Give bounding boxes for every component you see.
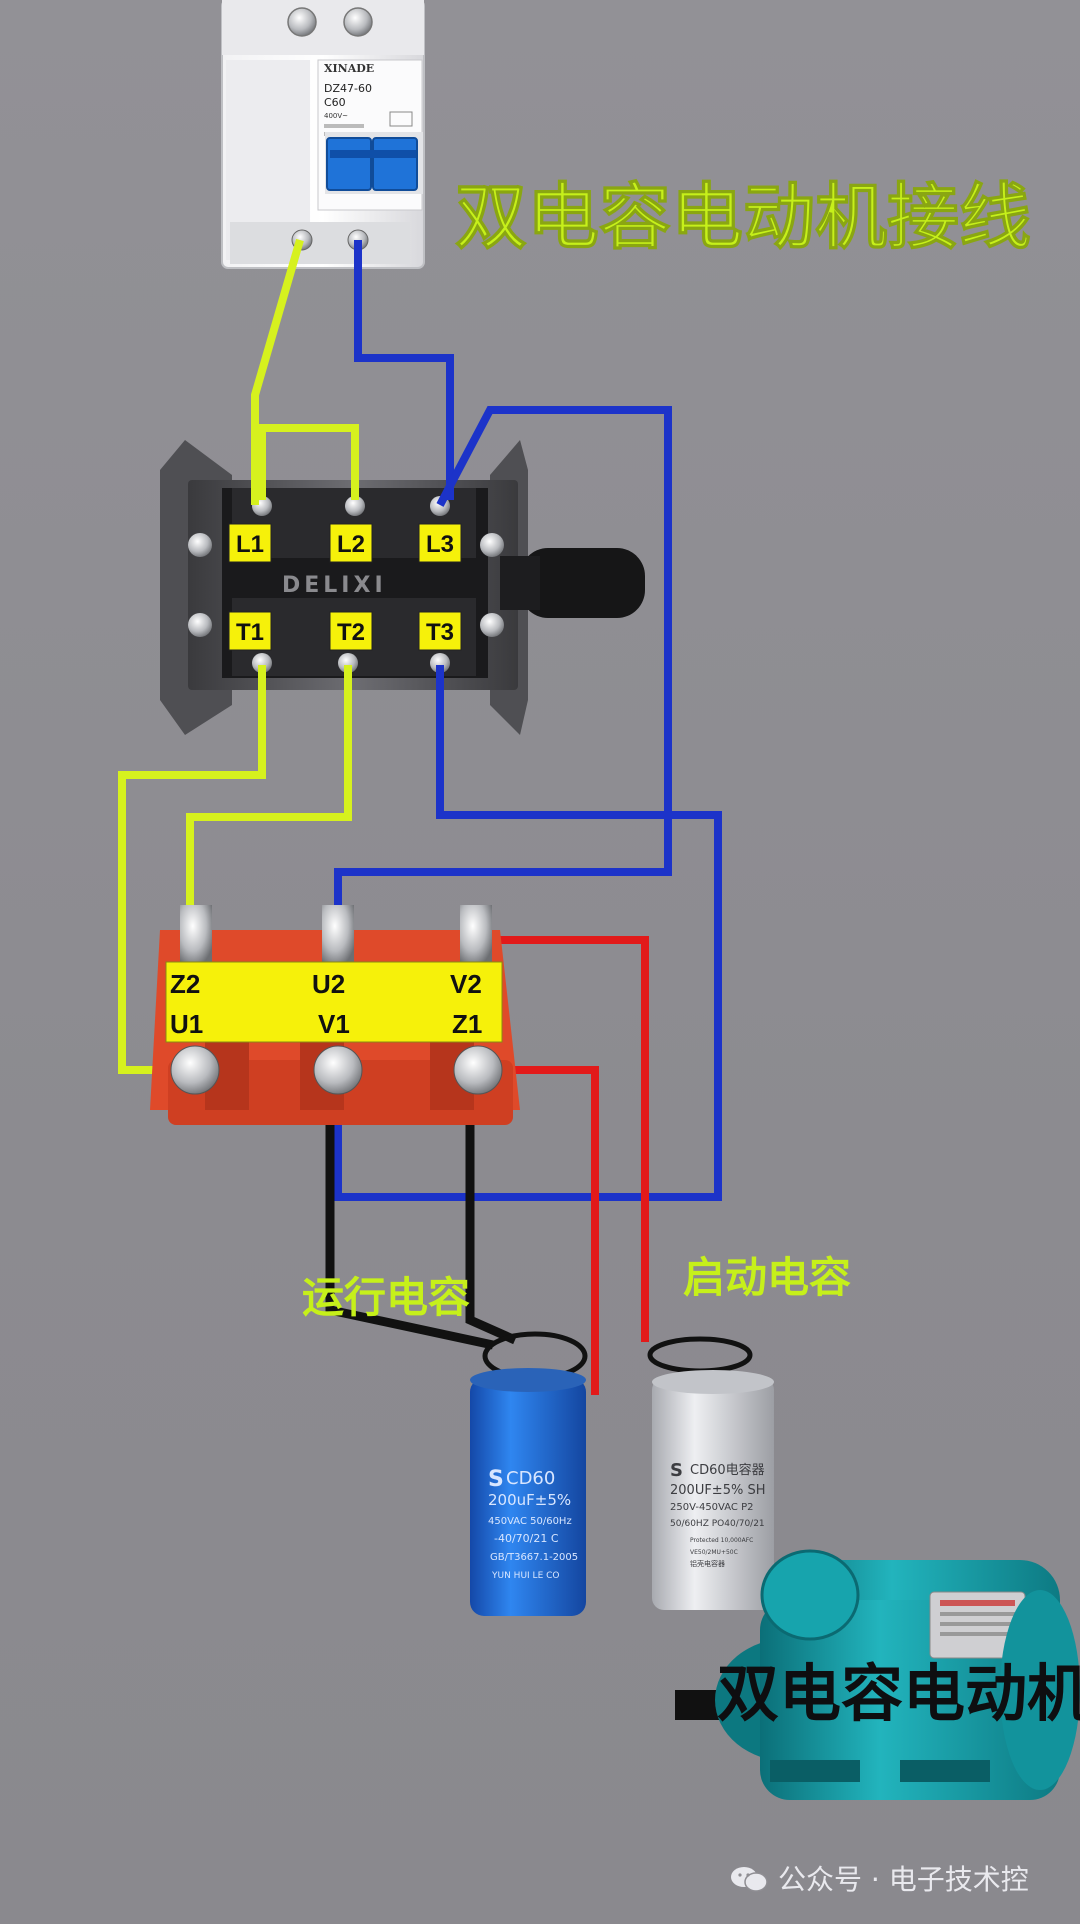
breaker-model: DZ47-60 — [324, 82, 372, 95]
wire-yellow-t1-u1 — [118, 665, 266, 1074]
electric-motor — [675, 1549, 1080, 1800]
wire-blue-l3-u2 — [334, 406, 672, 925]
run-capacitor: CD60 200uF±5% 450VAC 50/60Hz -40/70/21 C… — [470, 1331, 588, 1616]
run-cap-line-6: YUN HUI LE CO — [491, 1571, 559, 1581]
run-cap-line-2: 200uF±5% — [488, 1491, 571, 1509]
wire-red-z1-start-cap — [478, 1066, 599, 1395]
switch-brand: DELIXI — [282, 573, 387, 598]
terminal-label-l3: L3 — [426, 531, 454, 558]
start-cap-line-4: 50/60HZ PO40/70/21 — [670, 1519, 765, 1529]
wire-blue-t3-v1 — [334, 665, 722, 1201]
start-cap-line-3: 250V-450VAC P2 — [670, 1502, 753, 1513]
wire-yellow-l1-l2-bridge — [258, 424, 359, 500]
run-cap-line-1: CD60 — [506, 1468, 555, 1489]
knife-switch: DELIXI L1 L2 L3 T1 T2 T3 — [160, 440, 645, 735]
run-cap-logo-icon: S — [488, 1467, 504, 1492]
wire-red-v2-start-cap — [468, 936, 649, 1342]
diagram-title: 双电容电动机接线 — [455, 175, 1031, 259]
terminal-label-l1: L1 — [236, 531, 264, 558]
start-cap-line-5: Protected 10,000AFC — [690, 1537, 753, 1544]
run-cap-line-4: -40/70/21 C — [494, 1532, 559, 1545]
start-cap-line-7: 铝壳电容器 — [690, 1559, 725, 1568]
terminal-label-u2: U2 — [312, 969, 345, 999]
breaker-rating: C60 — [324, 96, 346, 109]
terminal-label-v1: V1 — [318, 1009, 350, 1039]
terminal-label-z1: Z1 — [452, 1009, 482, 1039]
start-cap-line-1: CD60电容器 — [690, 1462, 765, 1478]
circuit-breaker: XINADE DZ47-60 C60 400V~ — [221, 0, 425, 269]
wire-black-z1-run-cap — [465, 1085, 517, 1345]
start-cap-line-2: 200UF±5% SH — [670, 1483, 765, 1498]
wires — [118, 238, 722, 1395]
terminal-label-z2: Z2 — [170, 969, 200, 999]
watermark: 公众号 · 电子技术控 — [730, 1858, 1029, 1898]
start-cap-logo-icon: S — [670, 1460, 683, 1481]
run-cap-line-3: 450VAC 50/60Hz — [488, 1516, 572, 1527]
motor-label: 双电容电动机 — [717, 1657, 1080, 1730]
terminal-label-t2: T2 — [337, 619, 365, 646]
wechat-icon — [730, 1865, 768, 1893]
watermark-text: 公众号 · 电子技术控 — [778, 1863, 1029, 1896]
terminal-label-t1: T1 — [236, 619, 264, 646]
start-cap-line-6: VE50/2MU+50C — [690, 1549, 738, 1556]
run-capacitor-caption: 运行电容 — [302, 1273, 470, 1322]
breaker-brand: XINADE — [324, 62, 374, 75]
breaker-voltage: 400V~ — [324, 112, 348, 120]
wire-yellow-t2-z2 — [186, 665, 352, 925]
motor-terminal-block: Z2 U2 V2 U1 V1 Z1 — [150, 905, 520, 1125]
terminal-label-l2: L2 — [337, 531, 365, 558]
wire-blue-breaker-l3 — [354, 240, 454, 500]
run-cap-line-5: GB/T3667.1-2005 — [490, 1552, 578, 1563]
wire-black-v1-run-cap — [325, 1085, 494, 1350]
terminal-label-v2: V2 — [450, 969, 482, 999]
terminal-label-u1: U1 — [170, 1009, 203, 1039]
start-capacitor: CD60电容器 200UF±5% SH 250V-450VAC P2 50/60… — [647, 1336, 774, 1610]
terminal-label-t3: T3 — [426, 619, 454, 646]
wire-yellow-breaker-l1 — [251, 238, 304, 505]
start-capacitor-caption: 启动电容 — [683, 1253, 851, 1302]
